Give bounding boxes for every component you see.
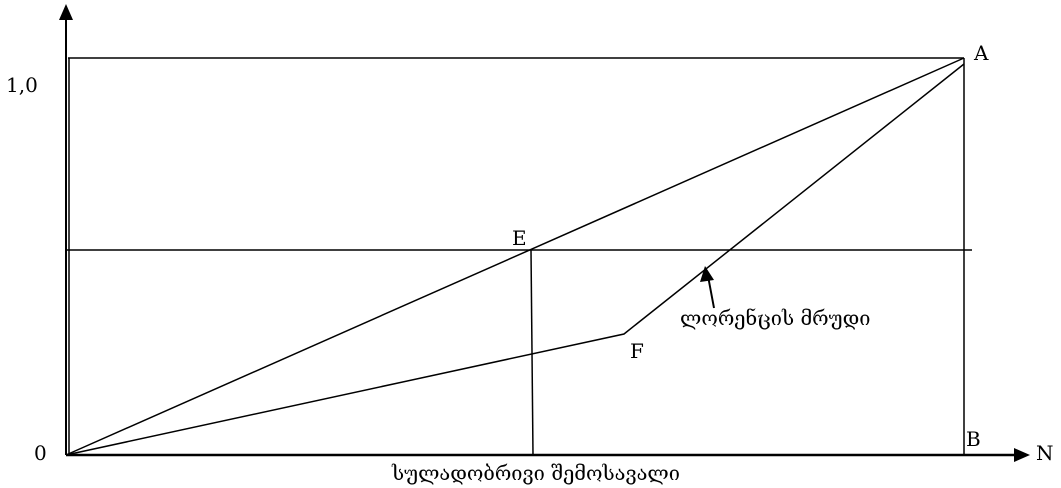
curve-pointer-line	[707, 275, 715, 309]
point-A-label: A	[973, 41, 989, 65]
origin-label: 0	[34, 441, 47, 465]
x-axis-label: N	[1036, 441, 1054, 465]
point-F-label: F	[630, 339, 644, 363]
curve-pointer-arrowhead	[700, 266, 714, 282]
vertical-line-E	[530, 249, 534, 456]
x-axis-arrowhead	[1014, 448, 1030, 462]
point-E-label: E	[512, 226, 527, 250]
x-axis-caption: სულადობრივი შემოსავალი	[391, 461, 680, 485]
lorenz-curve-label: ლორენცის მრუდი	[680, 306, 870, 330]
point-B-label: B	[966, 427, 981, 451]
lorenz-curve	[65, 63, 965, 456]
y-axis-arrowhead	[59, 4, 73, 20]
equality-line	[65, 57, 965, 456]
y-tick-one: 1,0	[6, 73, 38, 97]
